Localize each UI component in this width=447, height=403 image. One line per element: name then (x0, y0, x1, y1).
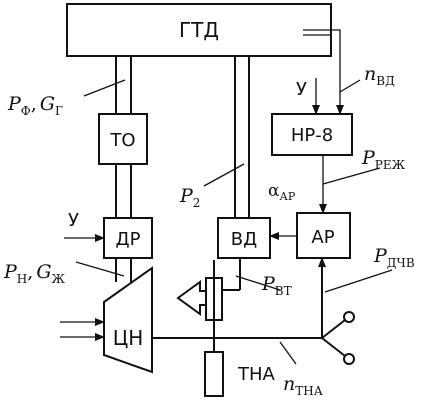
block-ar: АР (296, 212, 351, 259)
block-nr8: НР-8 (271, 113, 353, 156)
u-input-dr: У (64, 210, 105, 242)
block-vd: ВД (217, 217, 271, 259)
block-nr8-label: НР-8 (291, 125, 333, 146)
shaft-line (152, 330, 322, 352)
block-dr: ДР (103, 217, 153, 259)
block-tsn: ЦН (103, 266, 153, 374)
block-tna-label: ТНА (237, 364, 276, 385)
block-gtd-label: ГТД (179, 18, 219, 42)
duct-to-dr (115, 164, 132, 218)
block-to: ТО (98, 113, 148, 165)
p-rezh-label: PРЕЖ (361, 147, 406, 172)
block-tsn-label: ЦН (113, 326, 144, 350)
duct-gtd-vd (234, 56, 250, 218)
n-vd-label: nВД (364, 63, 395, 88)
dchv-sensor (318, 257, 355, 365)
alpha-ar-label: αАР (268, 181, 296, 203)
p-dchv-label: PДЧВ (373, 245, 415, 270)
u-left-label: У (68, 210, 79, 231)
tsn-inlet-arrows (60, 318, 105, 341)
leader-lines (75, 79, 393, 365)
duct-dr-tsn (115, 258, 132, 282)
block-to-label: ТО (109, 130, 135, 151)
u-top-label: У (296, 79, 307, 100)
block-tna: ТНА (204, 351, 276, 397)
p-vt-label: PВТ (261, 273, 292, 298)
vt-valve (205, 258, 241, 330)
pf-gg-label: PФ,GГ (7, 93, 63, 118)
gtd-to-nr8-link (303, 29, 344, 115)
ph-gzh-label: PН,GЖ (3, 261, 66, 286)
block-gtd: ГТД (66, 3, 332, 57)
block-dr-label: ДР (116, 229, 141, 250)
n-tna-label: nТНА (283, 373, 323, 398)
p2-label: P2 (179, 185, 200, 210)
duct-gtd-to (115, 56, 132, 114)
u-input-nr8: У (296, 78, 320, 115)
block-ar-label: АР (311, 227, 334, 248)
block-vd-label: ВД (231, 229, 257, 250)
